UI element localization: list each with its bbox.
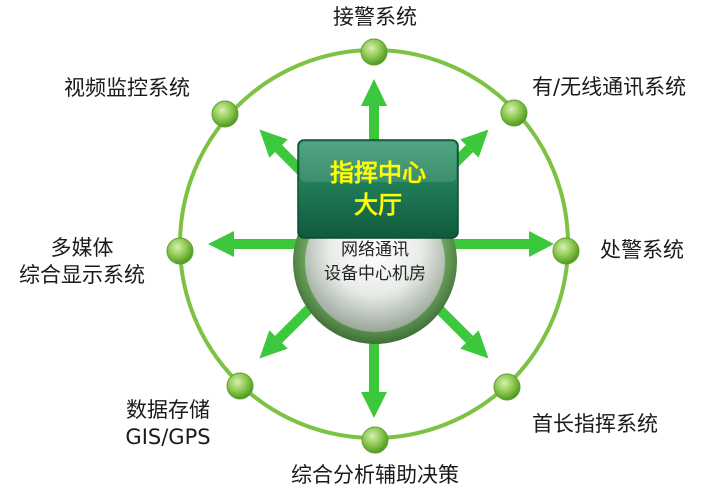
label-bottom: 综合分析辅助决策 xyxy=(291,463,459,487)
node-bottom-left xyxy=(226,372,254,400)
hub-title-line1: 指挥中心 xyxy=(330,159,426,187)
label-left-line1: 多媒体 xyxy=(50,236,114,260)
label-right: 处警系统 xyxy=(600,238,684,262)
hub-title-box xyxy=(297,139,459,239)
node-top xyxy=(360,38,388,66)
label-bottom-left: 数据存储 GIS/GPS xyxy=(108,397,228,451)
hub-title: 指挥中心 大厅 xyxy=(298,140,458,238)
node-bottom-right xyxy=(493,373,521,401)
label-left-line2: 综合显示系统 xyxy=(19,263,145,287)
node-left xyxy=(166,237,194,265)
arrow-right xyxy=(454,231,554,257)
ring-nodes xyxy=(166,38,580,454)
hub-subtitle-line1: 网络通讯 xyxy=(341,240,409,260)
hub-subtitle: 网络通讯 设备中心机房 xyxy=(305,238,445,286)
arrow-left xyxy=(208,231,299,257)
arrow-bottom xyxy=(361,322,387,418)
label-top-left: 视频监控系统 xyxy=(64,76,190,100)
arrows xyxy=(208,79,554,418)
arrow-top xyxy=(361,79,387,166)
hub-title-line2: 大厅 xyxy=(354,191,402,219)
label-top: 接警系统 xyxy=(333,5,417,29)
node-right xyxy=(552,237,580,265)
hub-subtitle-line2: 设备中心机房 xyxy=(324,264,426,284)
label-bottom-left-line1: 数据存储 xyxy=(126,398,210,422)
label-top-right: 有/无线通讯系统 xyxy=(532,75,687,99)
node-top-left xyxy=(211,100,239,128)
label-bottom-right: 首长指挥系统 xyxy=(532,412,658,436)
node-top-right xyxy=(500,99,528,127)
label-left: 多媒体 综合显示系统 xyxy=(4,235,160,289)
label-bottom-left-line2: GIS/GPS xyxy=(125,425,211,449)
hub xyxy=(293,139,459,344)
node-bottom xyxy=(361,426,389,454)
